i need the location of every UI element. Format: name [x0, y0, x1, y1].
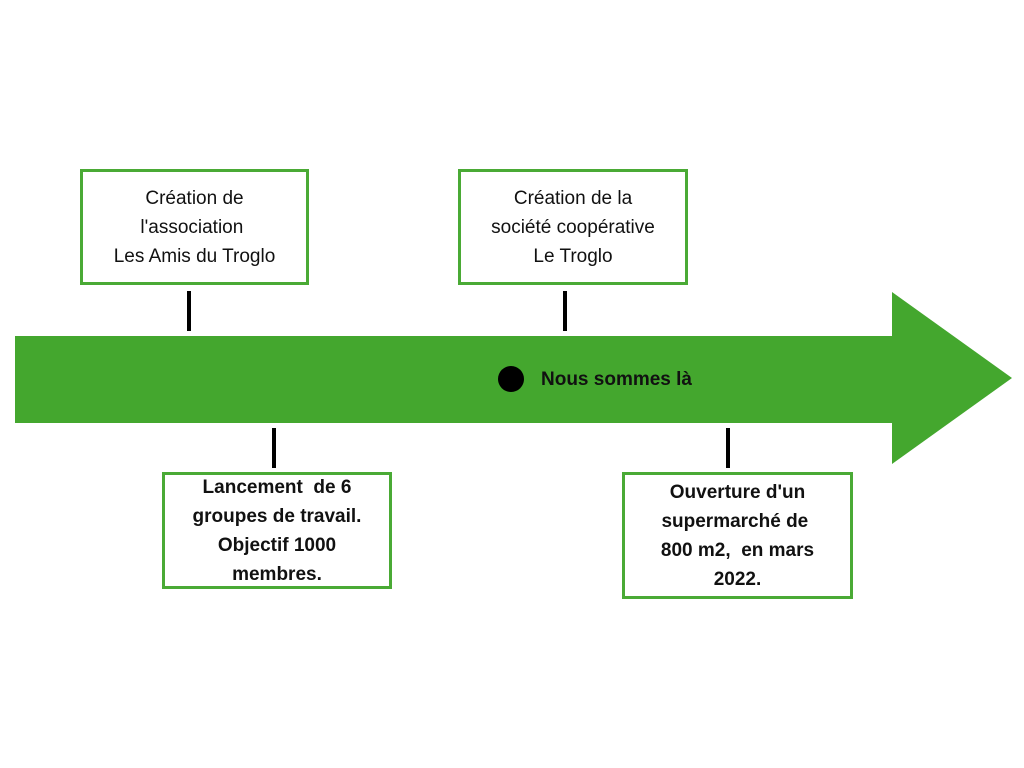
event-text-line: supermarché de: [661, 510, 814, 532]
event-box-association: Création de l'association Les Amis du Tr…: [80, 169, 309, 285]
event-text-line: Création de: [145, 187, 244, 209]
current-position-label: Nous sommes là: [541, 369, 692, 390]
event-box-cooperative: Création de la société coopérative Le Tr…: [458, 169, 688, 285]
event-text-line: Les Amis du Troglo: [113, 245, 276, 267]
event-text-line: Ouverture d'un: [669, 481, 806, 503]
event-text-line: 2022.: [713, 568, 762, 590]
event-text-line: Le Troglo: [533, 245, 613, 267]
event-text-line: 800 m2, en mars: [660, 539, 815, 561]
event-text-line: Lancement de 6: [202, 476, 352, 498]
event-text-line: membres.: [232, 563, 322, 585]
event-box-supermarket: Ouverture d'un supermarché de 800 m2, en…: [622, 472, 853, 599]
event-text-line: groupes de travail.: [192, 505, 362, 527]
event-box-working-groups: Lancement de 6 groupes de travail. Objec…: [162, 472, 392, 589]
event-text-line: Objectif 1000: [217, 534, 337, 556]
event-text-line: société coopérative: [491, 216, 655, 238]
event-text-line: l'association: [140, 216, 249, 238]
current-position-dot: [498, 366, 524, 392]
event-text-line: Création de la: [513, 187, 633, 209]
